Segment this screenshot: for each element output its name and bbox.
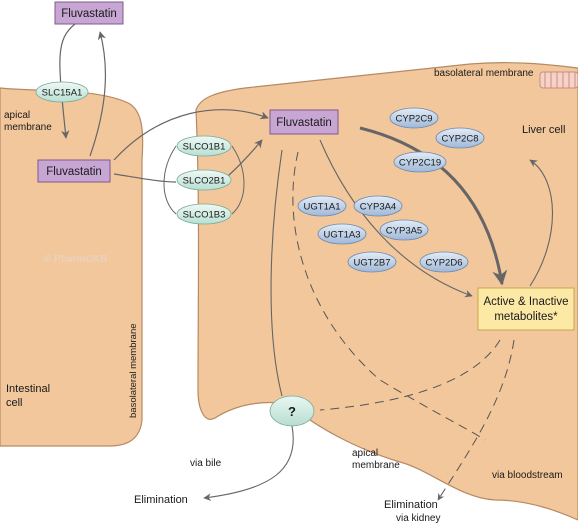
cyp3a5-label: CYP3A5 — [386, 226, 422, 237]
elimination-kidney-label-1: Elimination — [384, 499, 438, 511]
fluvastatin-top-label: Fluvastatin — [61, 8, 117, 20]
cyp2d6-enzyme: CYP2D6 — [419, 251, 469, 273]
transporter-ring-right — [231, 145, 245, 215]
basolateral-membrane-top-label: basolateral membrane — [434, 68, 534, 79]
arrow-metabolites-recycle — [529, 159, 553, 287]
ugt1a3-enzyme: UGT1A3 — [317, 223, 367, 245]
arrow-fluvastatin-to-unknown — [270, 149, 283, 397]
metabolites-box: Active & Inactive metabolites* — [477, 287, 575, 331]
apical-membrane-label-1: apical — [4, 110, 30, 121]
slco1b1-label: SLCO1B1 — [183, 142, 226, 153]
cyp2c9-label: CYP2C9 — [396, 114, 433, 125]
slco2b1-label: SLCO2B1 — [183, 176, 226, 187]
elimination-bile-label: Elimination — [134, 494, 188, 506]
cyp3a4-label: CYP3A4 — [360, 202, 396, 213]
fluvastatin-top-box: Fluvastatin — [54, 1, 124, 25]
cyp2c19-enzyme: CYP2C19 — [393, 151, 447, 173]
slco1b3-label: SLCO1B3 — [183, 210, 226, 221]
arrow-main-metabolism — [359, 126, 508, 286]
arrow-intestinal-to-liver — [113, 109, 269, 161]
ugt1a1-enzyme: UGT1A1 — [297, 195, 347, 217]
ugt1a1-label: UGT1A1 — [304, 202, 341, 213]
cyp2c19-label: CYP2C19 — [399, 158, 441, 169]
fluvastatin-liver-box: Fluvastatin — [269, 109, 339, 135]
elimination-kidney-label-2: via kidney — [396, 513, 440, 524]
slc15a1-label: SLC15A1 — [42, 88, 83, 99]
transporter-ring — [163, 145, 177, 215]
unknown-label: ? — [288, 404, 296, 419]
slco2b1-transporter: SLCO2B1 — [176, 169, 232, 191]
arrow-fluvastatin-to-metabolites — [319, 139, 473, 298]
pharmgkb-watermark: © PharmGKB — [44, 254, 108, 265]
metabolites-line2: metabolites* — [494, 311, 558, 323]
ugt2b7-enzyme: UGT2B7 — [347, 251, 397, 273]
slco1b1-transporter: SLCO1B1 — [176, 135, 232, 157]
fluvastatin-intestinal-label: Fluvastatin — [46, 166, 102, 178]
ugt1a3-label: UGT1A3 — [324, 230, 361, 241]
cyp2d6-label: CYP2D6 — [426, 258, 463, 269]
arrow-top-to-intestinal — [59, 23, 76, 139]
via-bile-label: via bile — [190, 458, 222, 469]
slco1b3-transporter: SLCO1B3 — [176, 203, 232, 225]
dashed-metabolites-to-kidney — [437, 339, 515, 501]
unknown-transporter: ? — [269, 395, 315, 427]
cyp2c8-label: CYP2C8 — [442, 134, 479, 145]
liver-cell-label: Liver cell — [522, 124, 565, 136]
liver-apical-label-2: membrane — [352, 460, 400, 471]
fluvastatin-liver-label: Fluvastatin — [276, 117, 332, 129]
arrow-intestinal-to-slco — [113, 173, 177, 183]
arrow-to-bile-elimination — [203, 425, 294, 501]
cyp2c9-enzyme: CYP2C9 — [389, 107, 439, 129]
dashed-metabolites-to-question — [319, 339, 501, 411]
ugt2b7-label: UGT2B7 — [354, 258, 391, 269]
arrow-slco-to-liver — [227, 139, 263, 177]
microvilli — [539, 71, 578, 89]
dashed-fluvastatin-to-bloodstream — [292, 151, 486, 441]
metabolites-line1: Active & Inactive — [483, 296, 568, 308]
fluvastatin-intestinal-box: Fluvastatin — [37, 159, 111, 183]
intestinal-cell-label-1: Intestinal — [6, 383, 50, 395]
slc15a1-transporter: SLC15A1 — [35, 81, 89, 103]
arrow-intestinal-to-top — [89, 31, 107, 157]
liver-apical-label-1: apical — [352, 448, 378, 459]
basolateral-membrane-vertical-label: basolateral membrane — [128, 323, 139, 418]
cyp3a4-enzyme: CYP3A4 — [353, 195, 403, 217]
intestinal-cell-label-2: cell — [6, 397, 23, 409]
cyp2c8-enzyme: CYP2C8 — [435, 127, 485, 149]
via-bloodstream-label: via bloodstream — [492, 470, 563, 481]
apical-membrane-label-2: membrane — [4, 122, 52, 133]
cyp3a5-enzyme: CYP3A5 — [379, 219, 429, 241]
